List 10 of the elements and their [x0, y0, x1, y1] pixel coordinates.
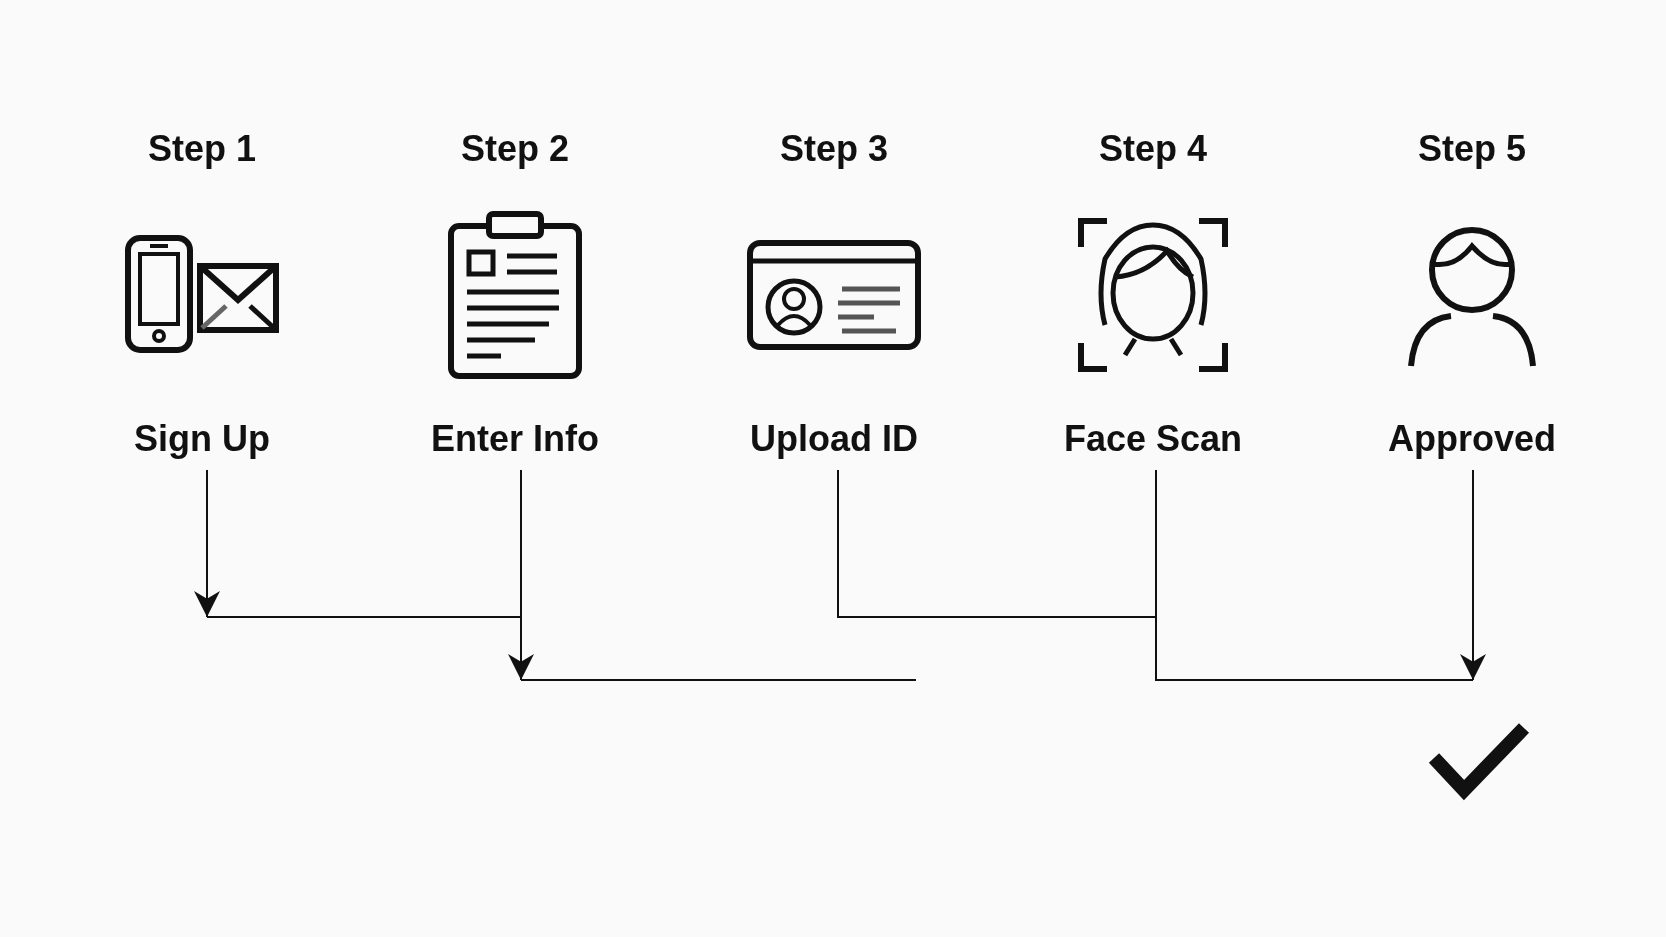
- step-label: Approved: [1387, 418, 1557, 460]
- step-label: Upload ID: [749, 418, 919, 460]
- step-heading: Step 3: [778, 128, 889, 170]
- step-label: Enter Info: [430, 418, 600, 460]
- step-heading: Step 5: [1416, 128, 1527, 170]
- step-label: Face Scan: [1062, 418, 1244, 460]
- step-label: Sign Up: [133, 418, 271, 460]
- step-heading: Step 2: [459, 128, 570, 170]
- step-heading: Step 1: [146, 128, 257, 170]
- step-heading: Step 4: [1097, 128, 1208, 170]
